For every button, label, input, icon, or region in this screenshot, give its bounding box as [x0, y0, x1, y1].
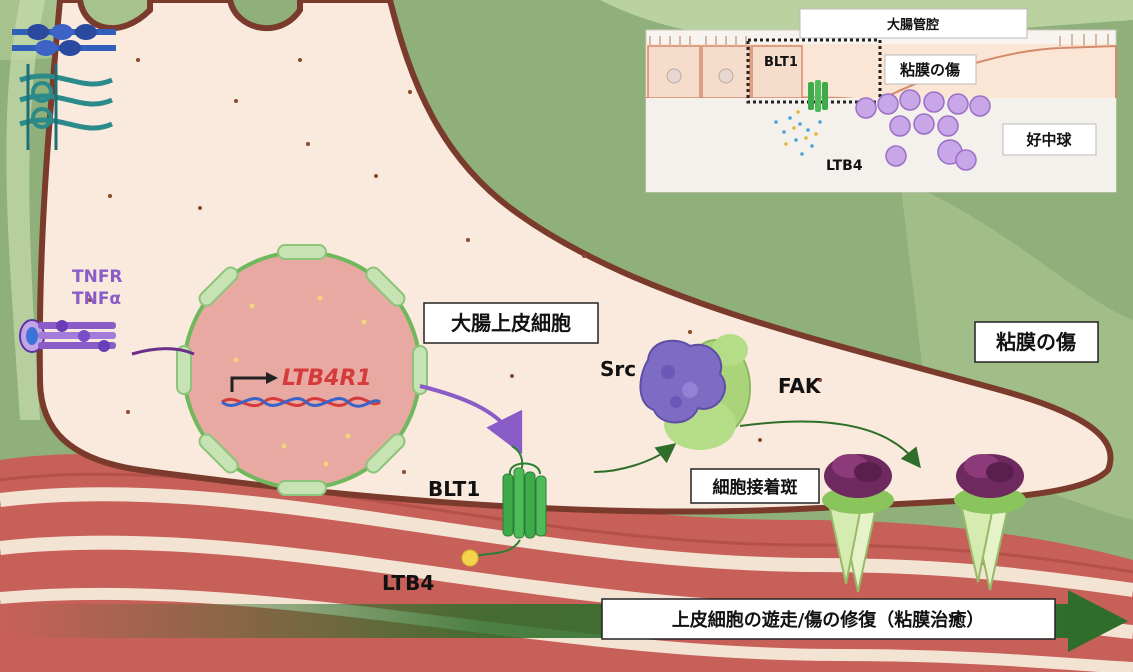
inset-panel: [645, 29, 1117, 193]
background-patch: [6, 0, 46, 420]
expression-arrow: [419, 384, 523, 455]
lumen-box: [799, 8, 1028, 39]
blt1-receptor-icon: [461, 445, 547, 567]
focal-adhesion-label: 細胞接着斑: [713, 477, 798, 498]
cell-junction: [227, 0, 303, 31]
muscle-stripe: [0, 587, 1133, 672]
nuclear-pores: [176, 244, 428, 496]
tnfa-label: TNFα: [72, 289, 121, 309]
signal-arrow: [593, 443, 677, 473]
healing-caption: 上皮細胞の遊走/傷の修復（粘膜治癒）: [672, 609, 985, 631]
neutrophil-label: 好中球: [1025, 131, 1072, 149]
focal-adhesion-icon: [822, 454, 894, 593]
junction-protein-icon: [12, 24, 116, 150]
tnfr-receptor-icon: [19, 319, 116, 353]
mucosal-wound-inset-label: 粘膜の傷: [900, 61, 960, 79]
blt1-label: BLT1: [428, 477, 480, 501]
transcription-arrow: [230, 376, 268, 392]
tnf-signal-line: [131, 347, 195, 356]
transcription-arrowhead: [266, 372, 278, 384]
dna-strand: [221, 397, 381, 408]
focal-adhesion-icon: [954, 454, 1026, 591]
src-label: Src: [600, 357, 636, 381]
mucosal-wound-label: 粘膜の傷: [996, 330, 1076, 354]
epithelial-cell-label: 大腸上皮細胞: [451, 311, 571, 335]
ltb4-label: LTB4: [382, 571, 434, 595]
blt1-inset-label: BLT1: [764, 55, 798, 70]
signal-arrow: [739, 420, 921, 469]
ltb4-inset-label: LTB4: [826, 158, 863, 174]
mucosal-wound-inset-box: [884, 54, 977, 85]
cytoplasm-granules: [88, 58, 872, 474]
tnfr-label: TNFR: [72, 267, 123, 287]
neutrophil-box: [1002, 123, 1097, 156]
mucosal-wound-box: [974, 321, 1099, 363]
muscle-stripe: [0, 487, 1133, 597]
ltb4r1-gene-label: LTB4R1: [282, 366, 372, 391]
lumen-label: 大腸管腔: [887, 17, 939, 33]
focal-adhesion-box: [690, 468, 820, 504]
fak-label: FAK: [778, 374, 822, 398]
epithelial-cell-box: [423, 302, 599, 344]
healing-caption-box: [601, 598, 1056, 640]
cell-junction: [77, 0, 152, 31]
src-protein: [639, 339, 726, 424]
nucleus: [176, 244, 428, 496]
